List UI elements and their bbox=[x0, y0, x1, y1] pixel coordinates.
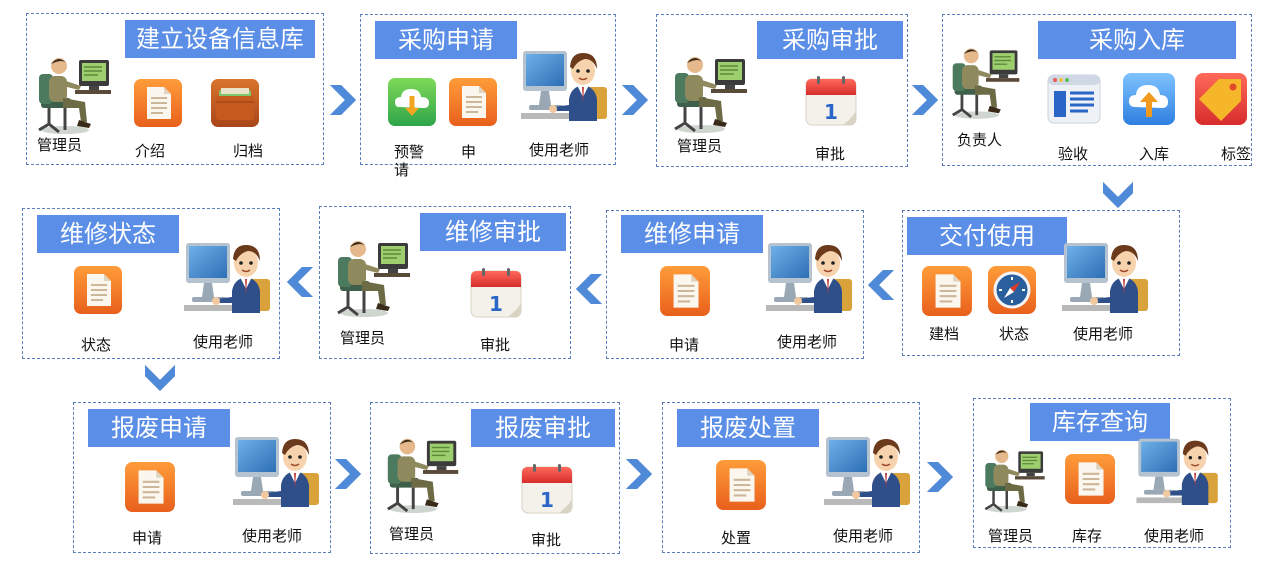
teacher-computer-icon bbox=[1136, 435, 1222, 505]
step-scrap-request: 报废申请 申请 使用老师 bbox=[73, 402, 331, 553]
label-archive: 归档 bbox=[233, 142, 264, 160]
label-approve: 审批 bbox=[815, 145, 846, 163]
label-dispose: 处置 bbox=[721, 529, 752, 547]
teacher-computer-icon bbox=[1061, 239, 1153, 313]
step-scrap-approval: 报废审批 管理员 审批 bbox=[370, 402, 620, 554]
step-setup-device-database: 建立设备信息库 管理员 介绍 归档 bbox=[26, 13, 324, 165]
teacher-computer-icon bbox=[823, 433, 915, 507]
calendar-icon bbox=[519, 461, 575, 517]
step-repair-status: 维修状态 状态 使用老师 bbox=[22, 208, 280, 359]
label-file: 建档 bbox=[929, 325, 960, 343]
step-inventory-query: 库存查询 管理员 库存 使用老师 bbox=[973, 398, 1231, 548]
step-repair-request: 维修申请 申请 使用老师 bbox=[606, 210, 864, 359]
step-title: 报废处置 bbox=[677, 409, 819, 447]
calendar-icon bbox=[468, 265, 524, 321]
label-apply: 申请 bbox=[132, 529, 163, 547]
label-apply: 申请 bbox=[669, 336, 700, 354]
document-icon bbox=[659, 265, 711, 317]
chevron-arrow-icon bbox=[910, 83, 940, 117]
label-teacher: 使用老师 bbox=[1073, 325, 1134, 343]
step-title: 报废申请 bbox=[88, 409, 230, 447]
admin-computer-icon bbox=[982, 439, 1048, 515]
step-scrap-disposal: 报废处置 处置 使用老师 bbox=[662, 402, 920, 553]
label-approve: 审批 bbox=[480, 336, 511, 354]
label-teacher: 使用老师 bbox=[833, 527, 894, 545]
chevron-arrow-icon bbox=[285, 265, 315, 299]
label-admin: 管理员 bbox=[37, 136, 83, 154]
admin-computer-icon bbox=[383, 427, 463, 515]
label-admin: 管理员 bbox=[677, 137, 723, 155]
label-apply: 申 bbox=[461, 143, 477, 161]
label-status: 状态 bbox=[999, 325, 1030, 343]
folder-icon bbox=[210, 78, 260, 128]
label-admin: 管理员 bbox=[988, 527, 1034, 545]
chevron-arrow-icon bbox=[143, 363, 177, 393]
label-teacher: 使用老师 bbox=[193, 333, 254, 351]
browser-window-icon bbox=[1046, 71, 1102, 127]
label-owner: 负责人 bbox=[957, 131, 1003, 149]
chevron-arrow-icon bbox=[620, 83, 650, 117]
step-title: 维修申请 bbox=[621, 215, 763, 253]
chevron-arrow-icon bbox=[1101, 180, 1135, 210]
step-title: 采购审批 bbox=[757, 21, 903, 59]
chevron-arrow-icon bbox=[333, 457, 363, 491]
document-icon bbox=[73, 265, 123, 315]
label-status: 状态 bbox=[81, 336, 112, 354]
teacher-computer-icon bbox=[765, 239, 857, 313]
document-icon bbox=[124, 461, 176, 513]
document-icon bbox=[715, 459, 767, 511]
step-purchase-stock-in: 采购入库 负责人 验收 入库 标签 bbox=[942, 14, 1252, 166]
step-purchase-request: 采购申请 预警请 申 使用老师 bbox=[360, 14, 616, 179]
label-intro: 介绍 bbox=[135, 142, 166, 160]
chevron-arrow-icon bbox=[624, 457, 654, 491]
step-title: 库存查询 bbox=[1030, 403, 1170, 441]
document-icon bbox=[133, 78, 183, 128]
step-title: 采购入库 bbox=[1038, 21, 1236, 59]
admin-computer-icon bbox=[949, 37, 1023, 121]
label-teacher: 使用老师 bbox=[1144, 527, 1205, 545]
label-tag: 标签 bbox=[1221, 145, 1252, 163]
download-icon bbox=[385, 77, 439, 127]
step-repair-approval: 维修审批 管理员 审批 bbox=[319, 206, 571, 359]
step-deliver-use: 交付使用 建档 状态 使用老师 bbox=[902, 210, 1180, 356]
teacher-computer-icon bbox=[183, 239, 275, 313]
admin-computer-icon bbox=[35, 46, 115, 136]
label-admin: 管理员 bbox=[389, 525, 435, 543]
chevron-arrow-icon bbox=[866, 268, 896, 302]
upload-icon bbox=[1121, 71, 1177, 127]
label-warning: 预警请 bbox=[394, 143, 425, 179]
tag-icon bbox=[1193, 71, 1249, 127]
step-title: 建立设备信息库 bbox=[125, 20, 315, 58]
label-teacher: 使用老师 bbox=[777, 333, 838, 351]
label-stock: 库存 bbox=[1072, 527, 1103, 545]
label-admin: 管理员 bbox=[340, 329, 386, 347]
admin-computer-icon bbox=[671, 45, 751, 135]
step-title: 交付使用 bbox=[907, 217, 1067, 255]
label-accept: 验收 bbox=[1058, 145, 1089, 163]
step-title: 采购申请 bbox=[375, 21, 517, 59]
label-approve: 审批 bbox=[531, 531, 562, 549]
compass-icon bbox=[987, 265, 1037, 315]
label-teacher: 使用老师 bbox=[242, 527, 303, 545]
step-title: 维修审批 bbox=[420, 213, 566, 251]
label-teacher: 使用老师 bbox=[529, 141, 590, 159]
step-purchase-approval: 采购审批 管理员 审批 bbox=[656, 14, 908, 167]
document-icon bbox=[921, 265, 973, 317]
document-icon bbox=[447, 77, 499, 127]
chevron-arrow-icon bbox=[328, 83, 358, 117]
chevron-arrow-icon bbox=[574, 272, 604, 306]
step-title: 维修状态 bbox=[37, 215, 179, 253]
chevron-arrow-icon bbox=[925, 460, 955, 494]
calendar-icon bbox=[803, 73, 859, 129]
label-stock-in: 入库 bbox=[1139, 145, 1170, 163]
document-icon bbox=[1064, 453, 1116, 505]
admin-computer-icon bbox=[334, 229, 414, 319]
teacher-computer-icon bbox=[521, 47, 611, 121]
step-title: 报废审批 bbox=[471, 409, 615, 447]
teacher-computer-icon bbox=[232, 433, 324, 507]
